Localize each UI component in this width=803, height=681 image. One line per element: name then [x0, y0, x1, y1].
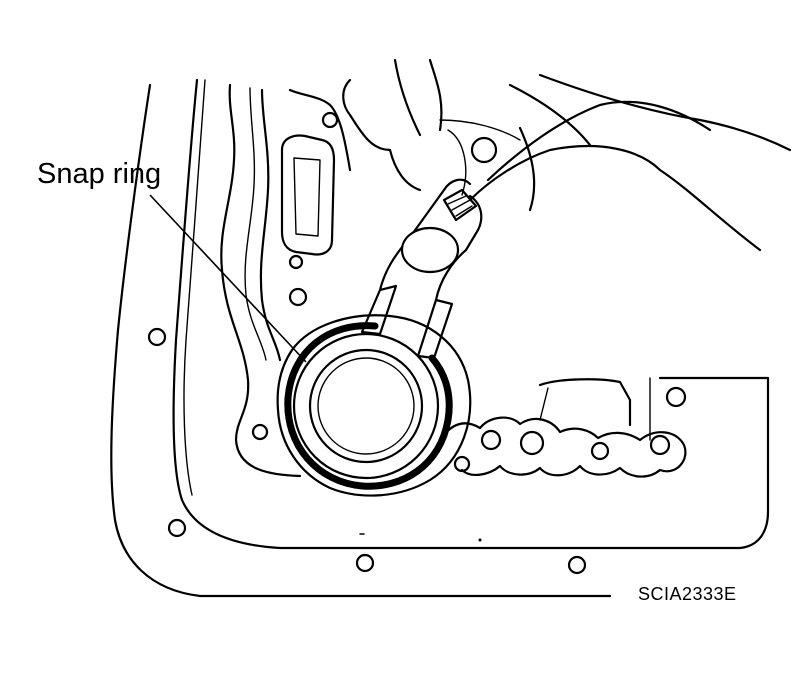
bolt-holes: [147, 111, 687, 575]
case-slot: [280, 134, 336, 256]
callout-leader-line: [149, 194, 307, 363]
transmission-case-outline: [110, 78, 770, 598]
snap-ring-label: Snap ring: [37, 158, 162, 190]
snap-ring-pliers: [360, 178, 483, 360]
detail-marks: [359, 533, 482, 542]
valve-body-plate: [220, 83, 521, 478]
technician-hands: [342, 58, 792, 252]
piston-bore: [276, 314, 472, 497]
snap-ring: [284, 322, 453, 490]
gasket-edge: [438, 378, 687, 478]
figure-code: SCIA2333E: [638, 584, 737, 604]
